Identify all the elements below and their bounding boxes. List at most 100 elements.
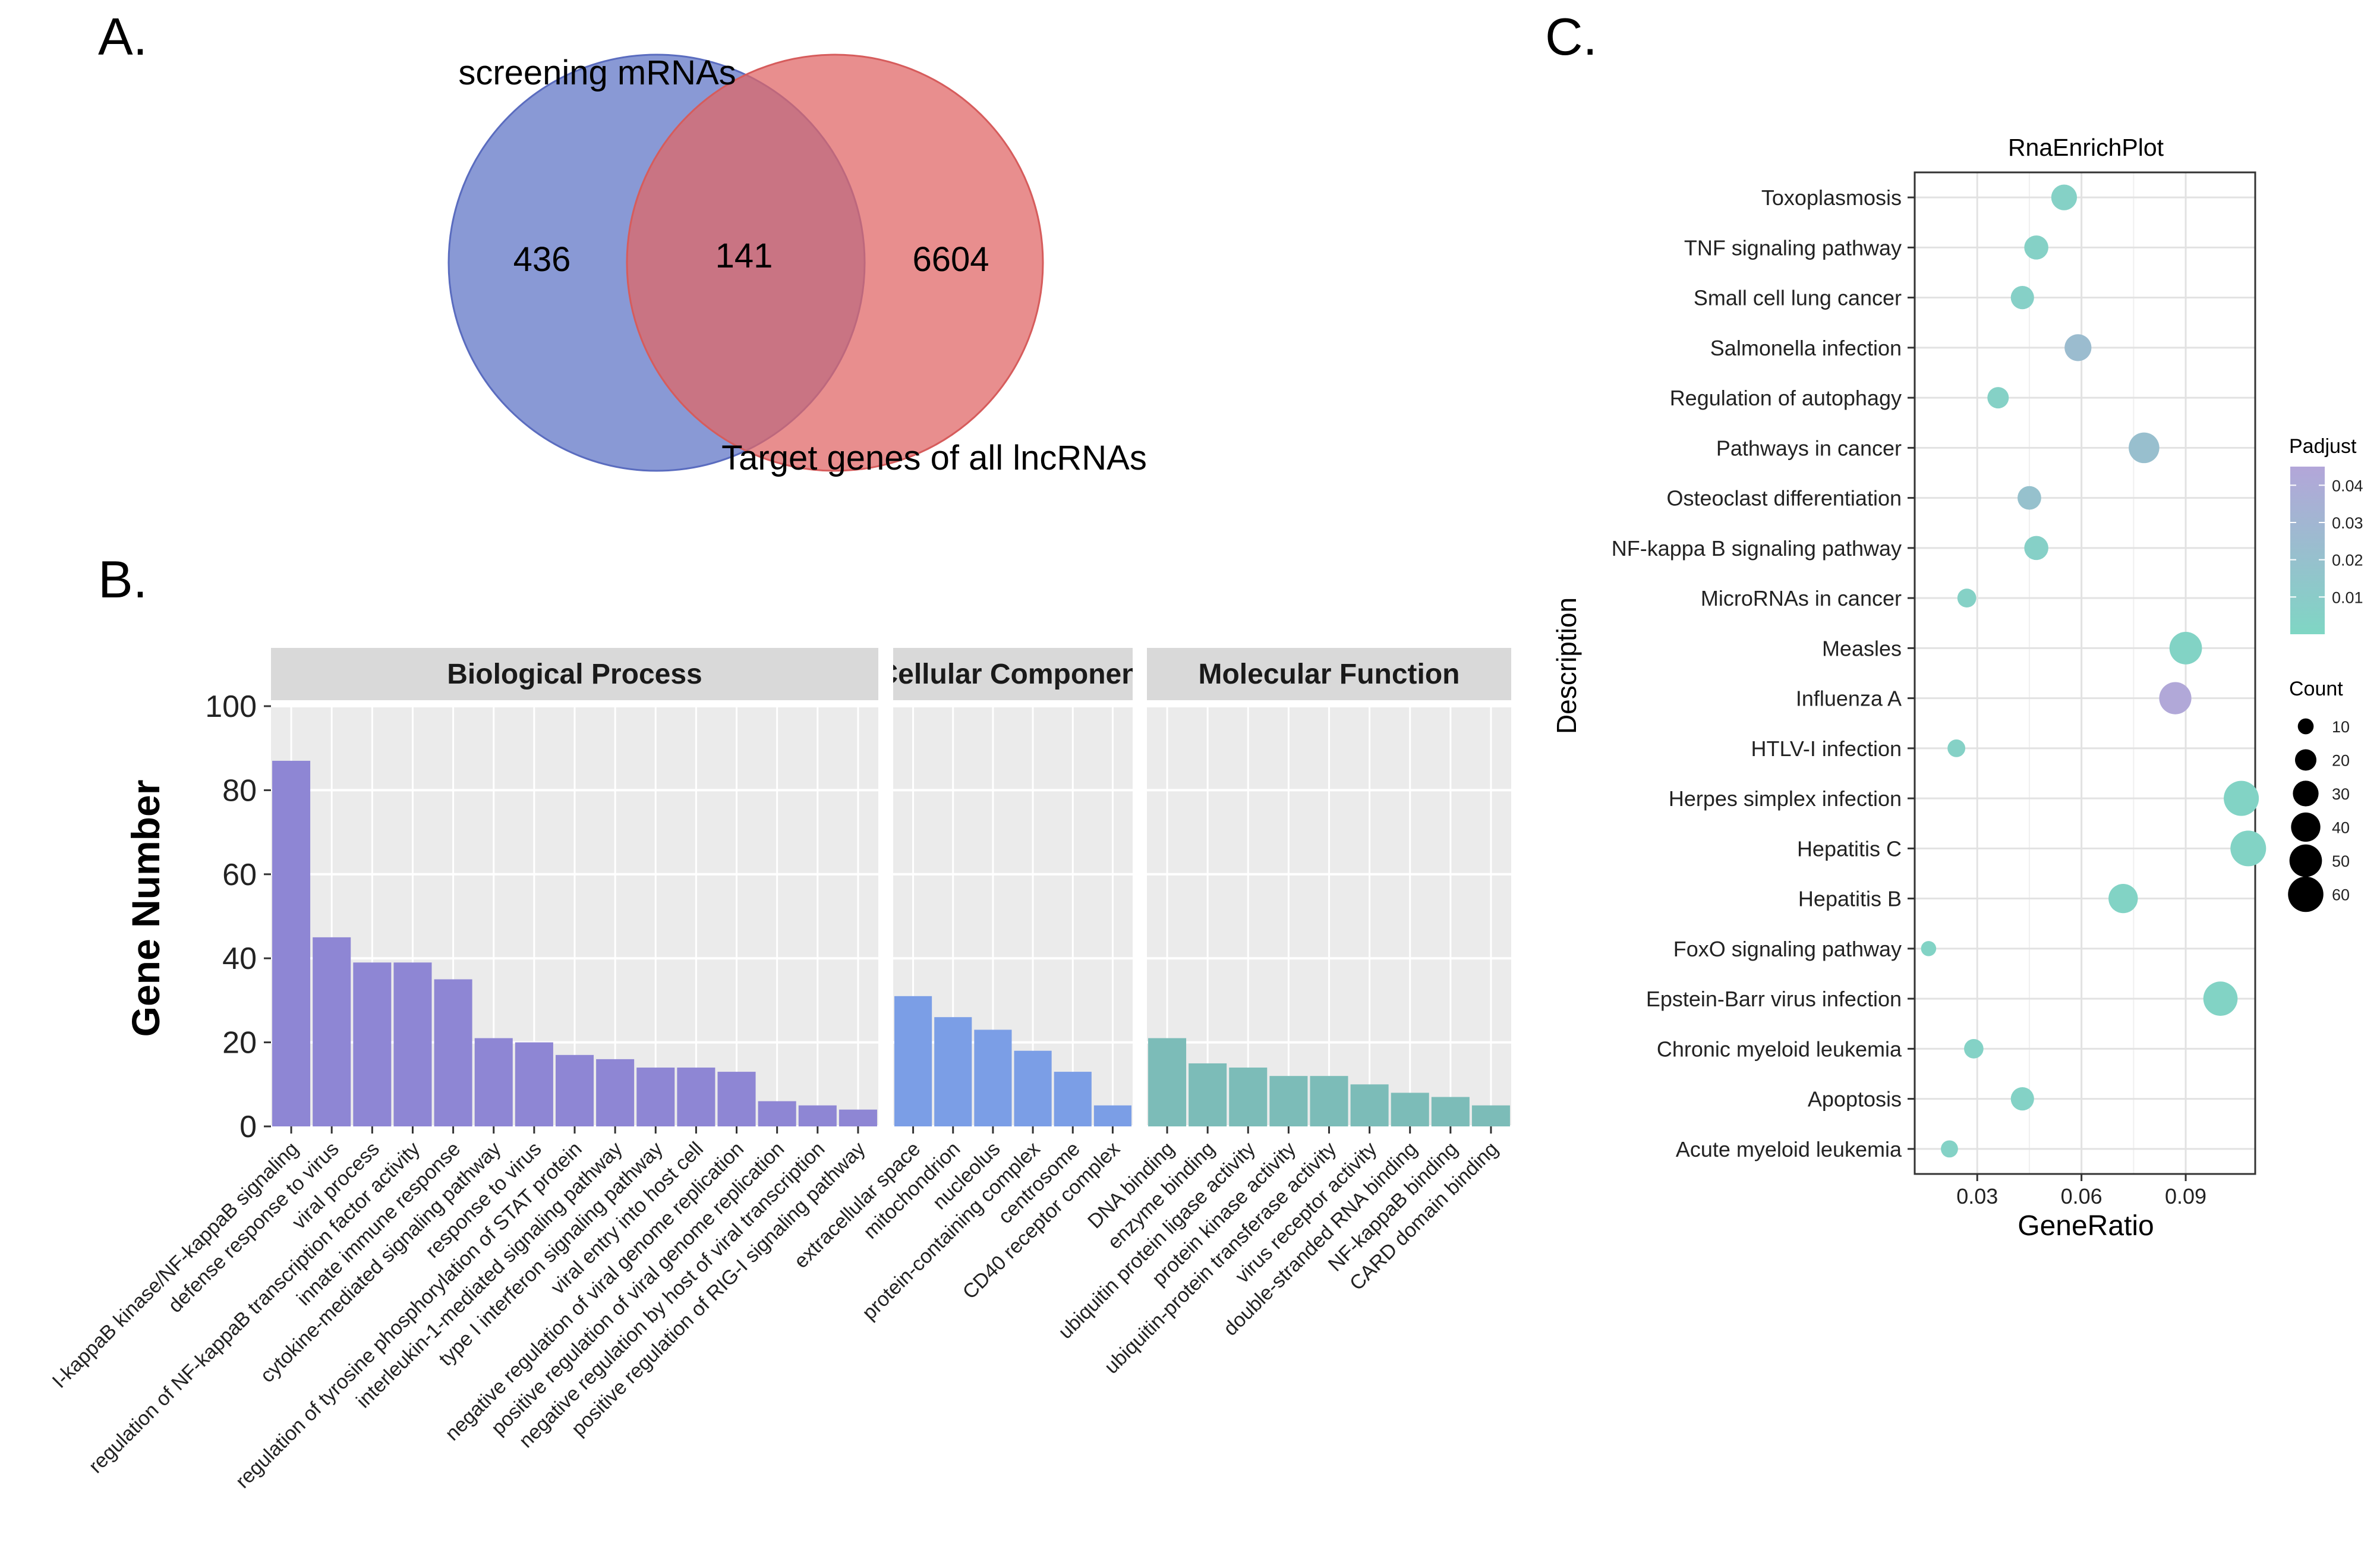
count-legend-label: 60 xyxy=(2332,886,2350,904)
kegg-y-tick-label: Influenza A xyxy=(1796,687,1902,711)
kegg-point-osteoclast-differentiation xyxy=(2018,486,2041,510)
kegg-point-htlv-i-infection xyxy=(1947,739,1966,757)
kegg-point-pathways-in-cancer xyxy=(2129,432,2160,464)
kegg-point-nf-kappa-b-signaling-pathway xyxy=(2024,536,2048,561)
padjust-tick-label: 0.01 xyxy=(2332,588,2363,606)
kegg-y-tick-label: Apoptosis xyxy=(1808,1087,1902,1112)
kegg-y-tick-label: FoxO signaling pathway xyxy=(1673,937,1902,961)
count-legend-key xyxy=(2294,749,2317,771)
go-bar-viral-process xyxy=(353,962,392,1126)
count-legend-key xyxy=(2297,718,2314,735)
go-bar-dna-binding xyxy=(1148,1038,1187,1126)
kegg-point-influenza-a xyxy=(2159,682,2192,714)
go-y-tick-label: 0 xyxy=(239,1110,257,1144)
go-bar-regulation-of-nf-kappab-transcription-factor-activity xyxy=(393,962,432,1126)
go-y-tick-label: 40 xyxy=(222,942,257,976)
kegg-point-herpes-simplex-infection xyxy=(2224,780,2259,816)
go-y-tick-label: 80 xyxy=(222,773,257,808)
panel-label-b: B. xyxy=(98,550,147,609)
kegg-point-hepatitis-b xyxy=(2108,883,2138,914)
go-facet-strip xyxy=(1147,648,1511,700)
go-bar-defense-response-to-virus xyxy=(313,937,351,1126)
go-facet-strip xyxy=(271,648,878,700)
count-legend-label: 40 xyxy=(2332,819,2350,837)
kegg-point-chronic-myeloid-leukemia xyxy=(1964,1039,1984,1059)
kegg-y-tick-label: Small cell lung cancer xyxy=(1694,286,1902,310)
go-bar-interleukin-1-mediated-signaling-pathway xyxy=(596,1059,635,1126)
kegg-point-micrornas-in-cancer xyxy=(1957,588,1976,608)
kegg-dot-plot: RnaEnrichPlot Description GeneRatio 0.03… xyxy=(1551,134,2363,1242)
go-bar-positive-regulation-of-rig-i-signaling-pathway xyxy=(838,1109,877,1126)
kegg-y-tick-label: Hepatitis B xyxy=(1798,887,1902,911)
kegg-point-small-cell-lung-cancer xyxy=(2010,286,2034,310)
go-bar-ubiquitin-protein-ligase-activity xyxy=(1229,1068,1268,1126)
go-bar-viral-entry-into-host-cell xyxy=(677,1068,715,1126)
kegg-point-foxo-signaling-pathway xyxy=(1921,941,1937,956)
go-y-tick-label: 100 xyxy=(205,690,257,724)
padjust-tick-label: 0.02 xyxy=(2332,552,2363,569)
go-bar-virus-receptor-activity xyxy=(1350,1084,1389,1126)
count-legend-key xyxy=(2293,780,2319,807)
kegg-point-regulation-of-autophagy xyxy=(1987,387,2009,409)
go-bar-mitochondrion xyxy=(934,1017,972,1126)
count-legend-key xyxy=(2288,876,2324,912)
go-y-axis-title: Gene Number xyxy=(124,780,168,1037)
kegg-y-tick-label: Regulation of autophagy xyxy=(1670,386,1902,410)
venn-value-left-only: 436 xyxy=(513,240,571,279)
kegg-y-tick-label: Epstein-Barr virus infection xyxy=(1646,987,1902,1011)
kegg-point-epstein-barr-virus-infection xyxy=(2203,981,2238,1016)
kegg-point-toxoplasmosis xyxy=(2051,184,2078,210)
go-bar-card-domain-binding xyxy=(1471,1105,1510,1126)
go-facet-strip xyxy=(893,648,1133,700)
panel-label-c: C. xyxy=(1545,7,1597,66)
go-bar-nf-kappab-binding xyxy=(1431,1097,1470,1126)
venn-value-right-only: 6604 xyxy=(912,240,989,279)
kegg-y-tick-label: Toxoplasmosis xyxy=(1761,185,1902,210)
venn-diagram: screening mRNAs Target genes of all lncR… xyxy=(447,53,1147,477)
padjust-legend-title: Padjust xyxy=(2289,435,2357,458)
kegg-point-hepatitis-c xyxy=(2230,830,2266,867)
go-bar-nucleolus xyxy=(974,1030,1012,1126)
go-bar-regulation-of-tyrosine-phosphorylation-of-stat-protein xyxy=(555,1054,594,1126)
kegg-point-apoptosis xyxy=(2010,1087,2034,1111)
kegg-x-tick-label: 0.06 xyxy=(2061,1184,2102,1208)
go-facet-strip-label: Biological Process xyxy=(447,659,702,690)
count-legend-title: Count xyxy=(2289,678,2343,700)
go-bar-enzyme-binding xyxy=(1189,1063,1227,1126)
kegg-y-tick-label: Herpes simplex infection xyxy=(1669,786,1902,811)
go-facet-strip-label: Cellular Component xyxy=(877,659,1148,690)
go-bar-cytokine-mediated-signaling-pathway xyxy=(474,1038,513,1126)
kegg-y-tick-label: Pathways in cancer xyxy=(1716,436,1902,460)
kegg-y-tick-label: Acute myeloid leukemia xyxy=(1676,1137,1902,1161)
kegg-x-tick-label: 0.09 xyxy=(2165,1184,2206,1208)
padjust-colorbar xyxy=(2290,467,2325,634)
kegg-point-acute-myeloid-leukemia xyxy=(1941,1140,1958,1158)
kegg-y-tick-label: Chronic myeloid leukemia xyxy=(1657,1037,1902,1061)
kegg-y-tick-label: Hepatitis C xyxy=(1797,836,1902,861)
go-bar-negative-regulation-by-host-of-viral-transcription xyxy=(798,1105,837,1126)
venn-label-screening-mrnas: screening mRNAs xyxy=(458,53,736,92)
go-bar-protein-kinase-activity xyxy=(1269,1076,1308,1126)
go-bar-response-to-virus xyxy=(515,1042,553,1126)
venn-circle-target-genes xyxy=(626,53,1044,472)
count-legend-label: 10 xyxy=(2332,718,2350,736)
count-legend-label: 20 xyxy=(2332,752,2350,770)
kegg-y-tick-label: Osteoclast differentiation xyxy=(1666,486,1902,511)
count-legend-label: 50 xyxy=(2332,852,2350,870)
kegg-point-measles xyxy=(2169,632,2202,665)
go-y-tick-label: 60 xyxy=(222,858,257,892)
go-bar-innate-immune-response xyxy=(434,979,472,1126)
go-bar-protein-containing-complex xyxy=(1014,1050,1052,1126)
padjust-tick-label: 0.03 xyxy=(2332,514,2363,532)
go-bar-centrosome xyxy=(1054,1072,1092,1126)
kegg-point-salmonella-infection xyxy=(2064,334,2092,361)
go-bar-negative-regulation-of-viral-genome-replication xyxy=(717,1072,756,1126)
go-bar-type-i-interferon-signaling-pathway xyxy=(636,1068,675,1126)
count-legend-label: 30 xyxy=(2332,785,2350,803)
kegg-y-tick-label: Salmonella infection xyxy=(1710,336,1902,360)
